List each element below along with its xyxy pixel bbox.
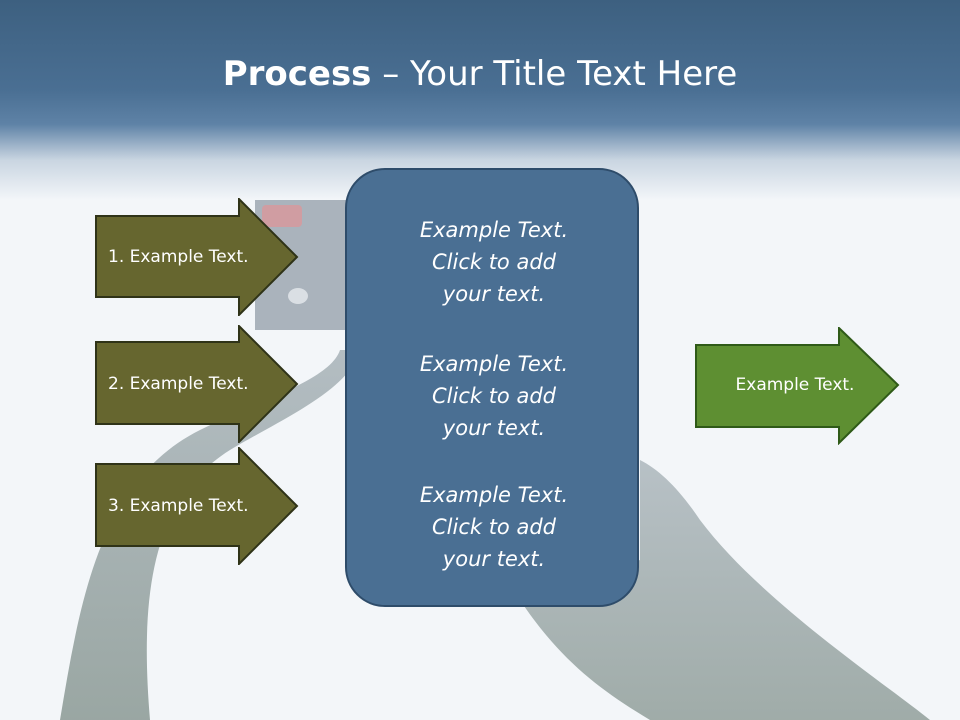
block-2-line-2: Click to add [431, 384, 556, 408]
slide-title[interactable]: Process – Your Title Text Here [0, 50, 960, 98]
left-arrow-2[interactable]: 2. Example Text. [95, 325, 299, 443]
block-2-line-3: your text. [442, 416, 546, 440]
right-arrow-label: Example Text. [735, 375, 855, 395]
block-2-line-1: Example Text. [419, 352, 569, 376]
left-arrow-1[interactable]: 1. Example Text. [95, 198, 299, 316]
center-text-block-3: Example Text. Click to add your text. [347, 479, 641, 575]
title-rest-part: – Your Title Text Here [371, 54, 738, 94]
center-text-block-1: Example Text. Click to add your text. [347, 214, 641, 310]
left-arrow-1-label: 1. Example Text. [108, 247, 249, 267]
center-text-box[interactable]: Example Text. Click to add your text. Ex… [345, 168, 639, 607]
block-1-line-2: Click to add [431, 250, 556, 274]
title-bold-part: Process [222, 54, 372, 94]
left-arrow-2-label: 2. Example Text. [108, 374, 249, 394]
block-3-line-2: Click to add [431, 515, 556, 539]
left-arrow-3[interactable]: 3. Example Text. [95, 447, 299, 565]
left-arrow-3-label: 3. Example Text. [108, 496, 249, 516]
header-band [0, 0, 960, 200]
block-1-line-3: your text. [442, 282, 546, 306]
block-3-line-3: your text. [442, 547, 546, 571]
right-arrow[interactable]: Example Text. [695, 327, 900, 445]
block-3-line-1: Example Text. [419, 483, 569, 507]
center-text-block-2: Example Text. Click to add your text. [347, 348, 641, 444]
block-1-line-1: Example Text. [419, 218, 569, 242]
